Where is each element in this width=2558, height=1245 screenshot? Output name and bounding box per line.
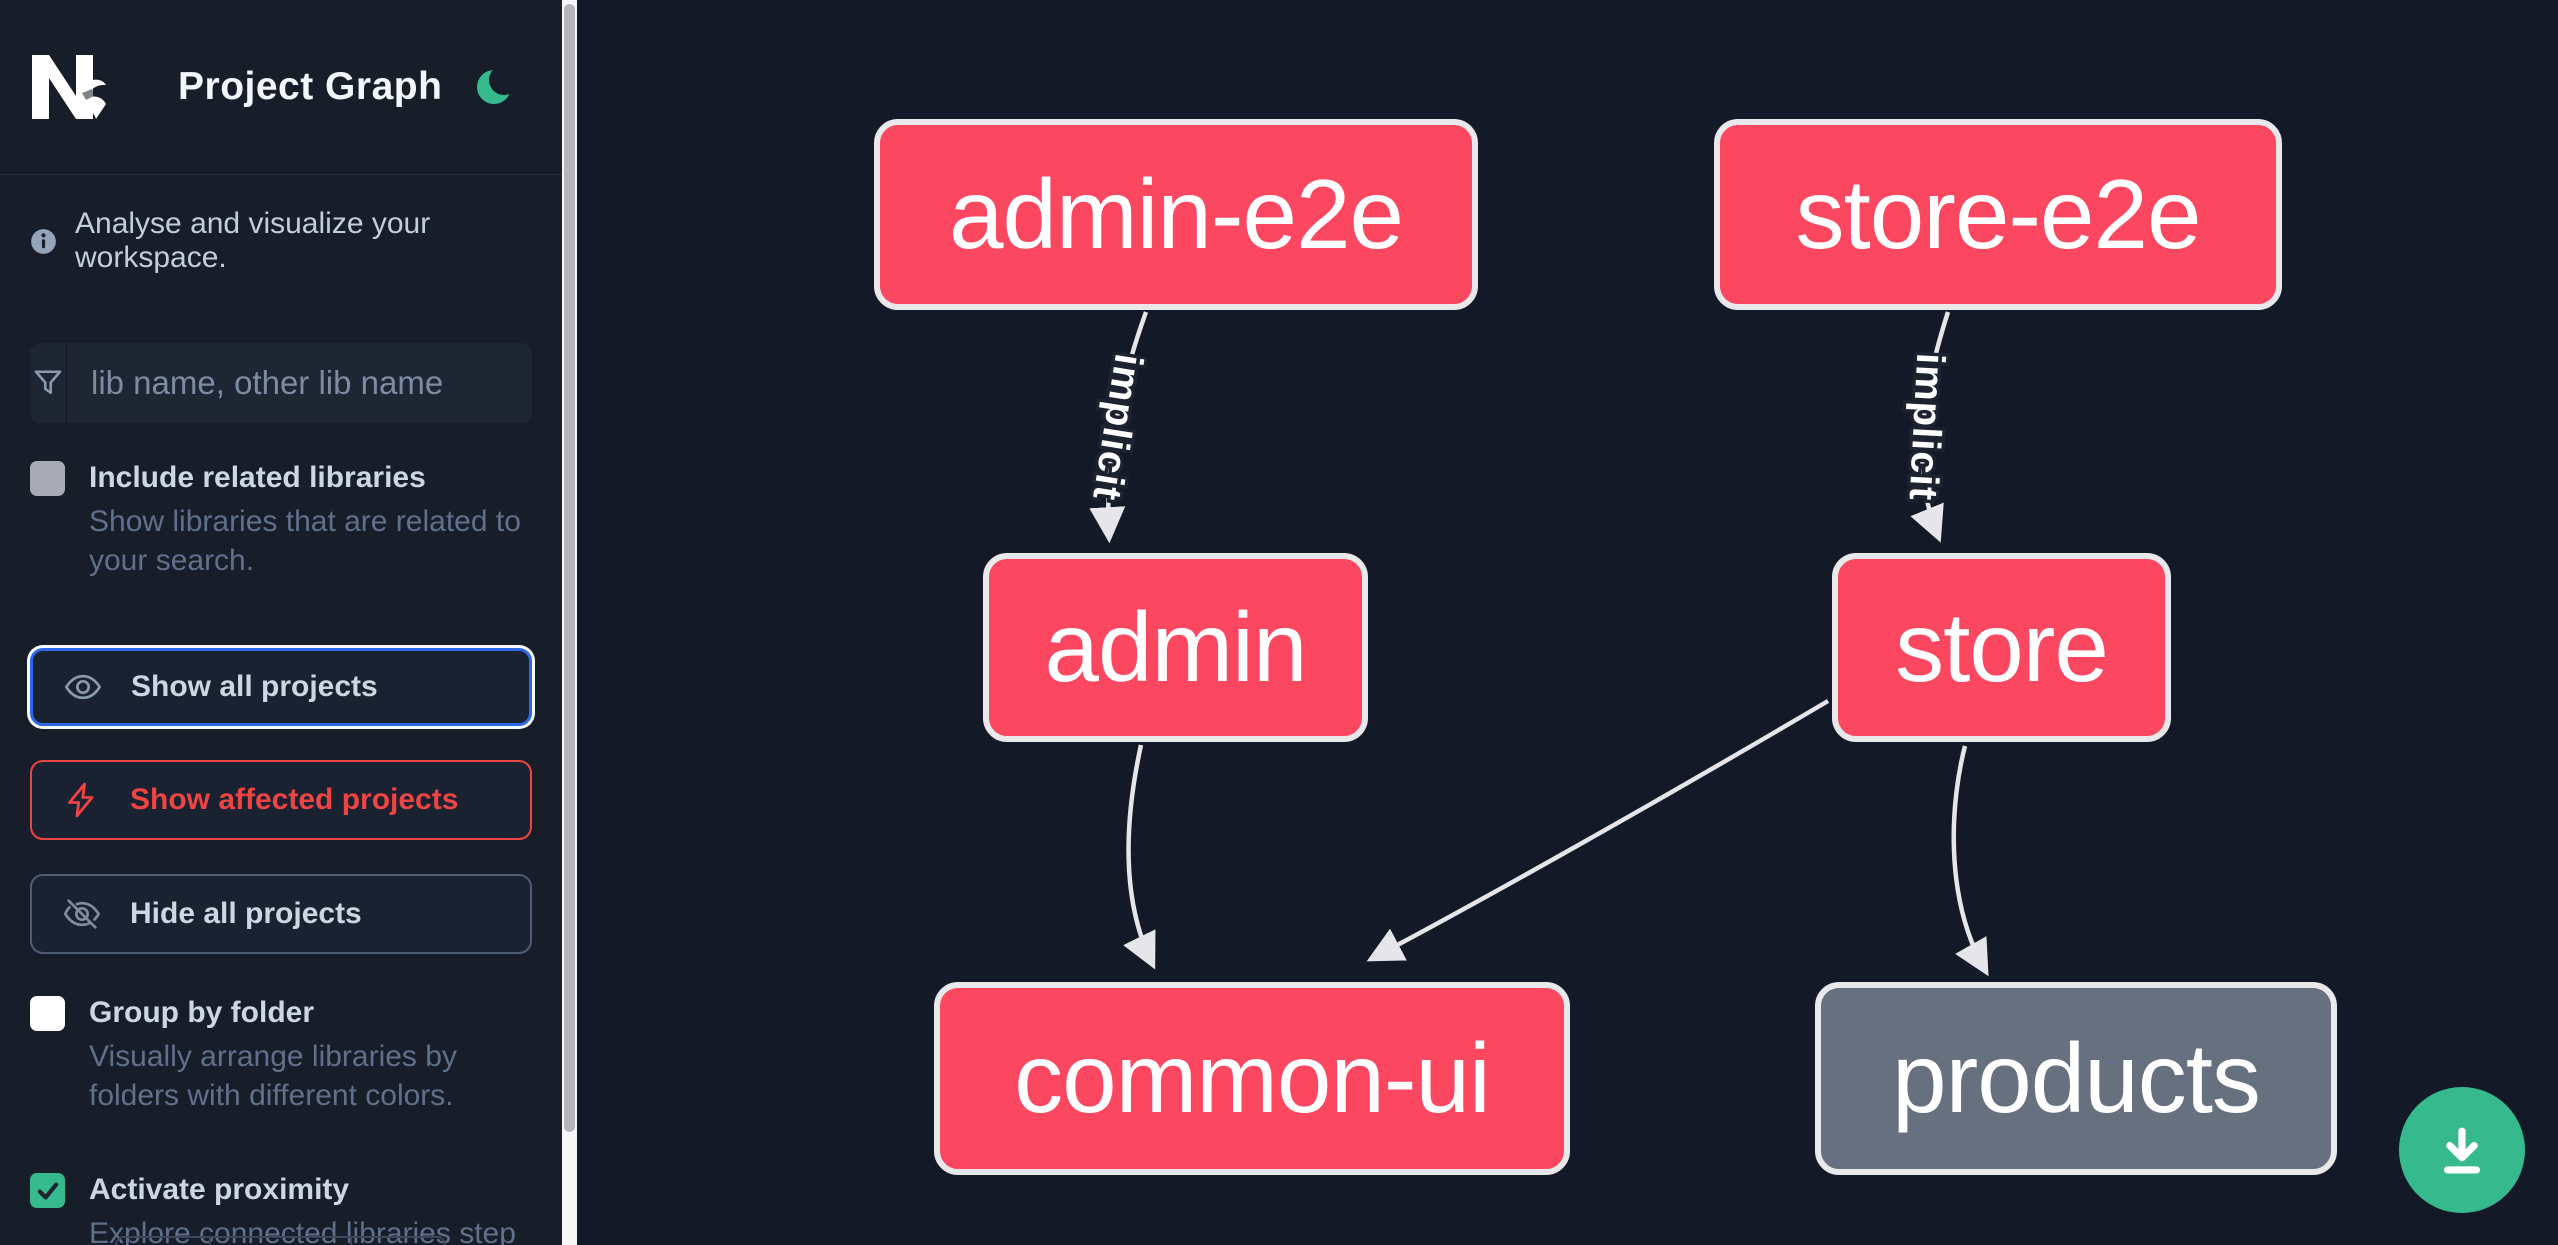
eye-off-icon: [63, 899, 100, 929]
edge-store-to-products: [1951, 745, 1989, 977]
toggle-label: Activate proximity: [89, 1173, 350, 1206]
graph-node-products[interactable]: products: [1815, 982, 2337, 1175]
edge-store-e2e-to-store: [1910, 311, 1951, 543]
toggle-activate-proximity: Activate proximity Explore connected lib…: [30, 1171, 532, 1245]
graph-edges: implicit implicit: [1081, 311, 1989, 977]
group-by-folder-checkbox[interactable]: [30, 996, 65, 1031]
graph-node-store-e2e[interactable]: store-e2e: [1714, 119, 2282, 310]
workspace-tagline-row: Analyse and visualize your workspace.: [30, 207, 532, 275]
sidebar: Project Graph Analyse and visualize your…: [0, 0, 562, 1245]
filter-search-box: [30, 343, 532, 423]
graph-node-admin-e2e[interactable]: admin-e2e: [874, 119, 1478, 310]
download-graph-button[interactable]: [2399, 1087, 2525, 1213]
workspace-tagline: Analyse and visualize your workspace.: [75, 207, 431, 274]
button-label: Show all projects: [131, 670, 378, 703]
theme-toggle-moon-icon[interactable]: [474, 65, 519, 109]
project-actions: Show all projects Show affected projects…: [30, 648, 532, 954]
include-related-checkbox[interactable]: [30, 461, 65, 496]
toggle-description: Visually arrange libraries by folders wi…: [89, 1040, 457, 1112]
graph-node-store[interactable]: store: [1832, 553, 2171, 742]
edge-label-implicit: implicit: [1084, 351, 1151, 504]
eye-icon: [65, 674, 101, 700]
lightning-bolt-icon: [68, 782, 94, 818]
toggle-description: Show libraries that are related to your …: [89, 505, 521, 577]
graph-node-common-ui[interactable]: common-ui: [934, 982, 1570, 1175]
graph-node-admin[interactable]: admin: [983, 553, 1368, 742]
toggle-label: Group by folder: [89, 996, 314, 1029]
sidebar-scrollbar: [562, 0, 577, 1245]
edge-label-implicit: implicit: [1901, 352, 1953, 502]
download-icon: [2444, 1127, 2480, 1174]
edge-admin-to-common-ui: [1123, 744, 1156, 970]
hide-all-projects-button[interactable]: Hide all projects: [30, 874, 532, 954]
nx-logo-icon: [32, 55, 106, 119]
button-label: Hide all projects: [130, 897, 362, 930]
show-affected-projects-button[interactable]: Show affected projects: [30, 760, 532, 840]
toggle-include-related: Include related libraries Show libraries…: [30, 459, 532, 580]
info-icon: [31, 228, 56, 254]
proximity-depth-segmented-control[interactable]: [115, 1236, 446, 1245]
edge-admin-e2e-to-admin: [1089, 311, 1149, 544]
page-title: Project Graph: [178, 65, 443, 108]
edge-store-to-common-ui: [1366, 699, 1830, 962]
sidebar-scrollbar-thumb[interactable]: [564, 4, 575, 1132]
toggle-group-by-folder: Group by folder Visually arrange librari…: [30, 994, 532, 1115]
toggle-label: Include related libraries: [89, 461, 426, 494]
button-label: Show affected projects: [130, 783, 459, 816]
activate-proximity-checkbox[interactable]: [30, 1173, 65, 1208]
search-input[interactable]: [67, 343, 532, 423]
sidebar-header: Project Graph: [0, 0, 562, 175]
checkmark-icon: [37, 1181, 58, 1200]
show-all-projects-button[interactable]: Show all projects: [30, 648, 532, 726]
project-graph-canvas[interactable]: implicit implicit admin-e2e store-e2e ad…: [577, 0, 2558, 1245]
funnel-filter-icon: [30, 343, 67, 423]
